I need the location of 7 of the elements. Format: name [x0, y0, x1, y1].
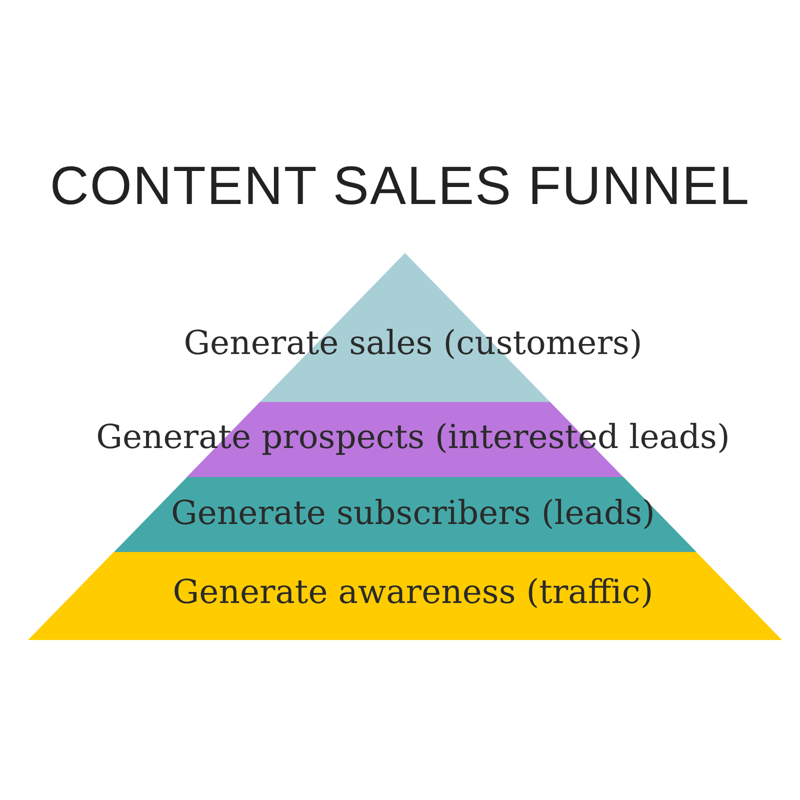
title: CONTENT SALES FUNNEL: [48, 155, 752, 217]
tier-label: Generate awareness (traffic): [172, 575, 654, 608]
tier-label: Generate sales (customers): [184, 326, 642, 359]
pyramid-tier: [28, 552, 782, 640]
pyramid-tier: [185, 253, 640, 402]
tier-label: Generate subscribers (leads): [171, 496, 655, 529]
pyramid-tier: [114, 477, 696, 552]
